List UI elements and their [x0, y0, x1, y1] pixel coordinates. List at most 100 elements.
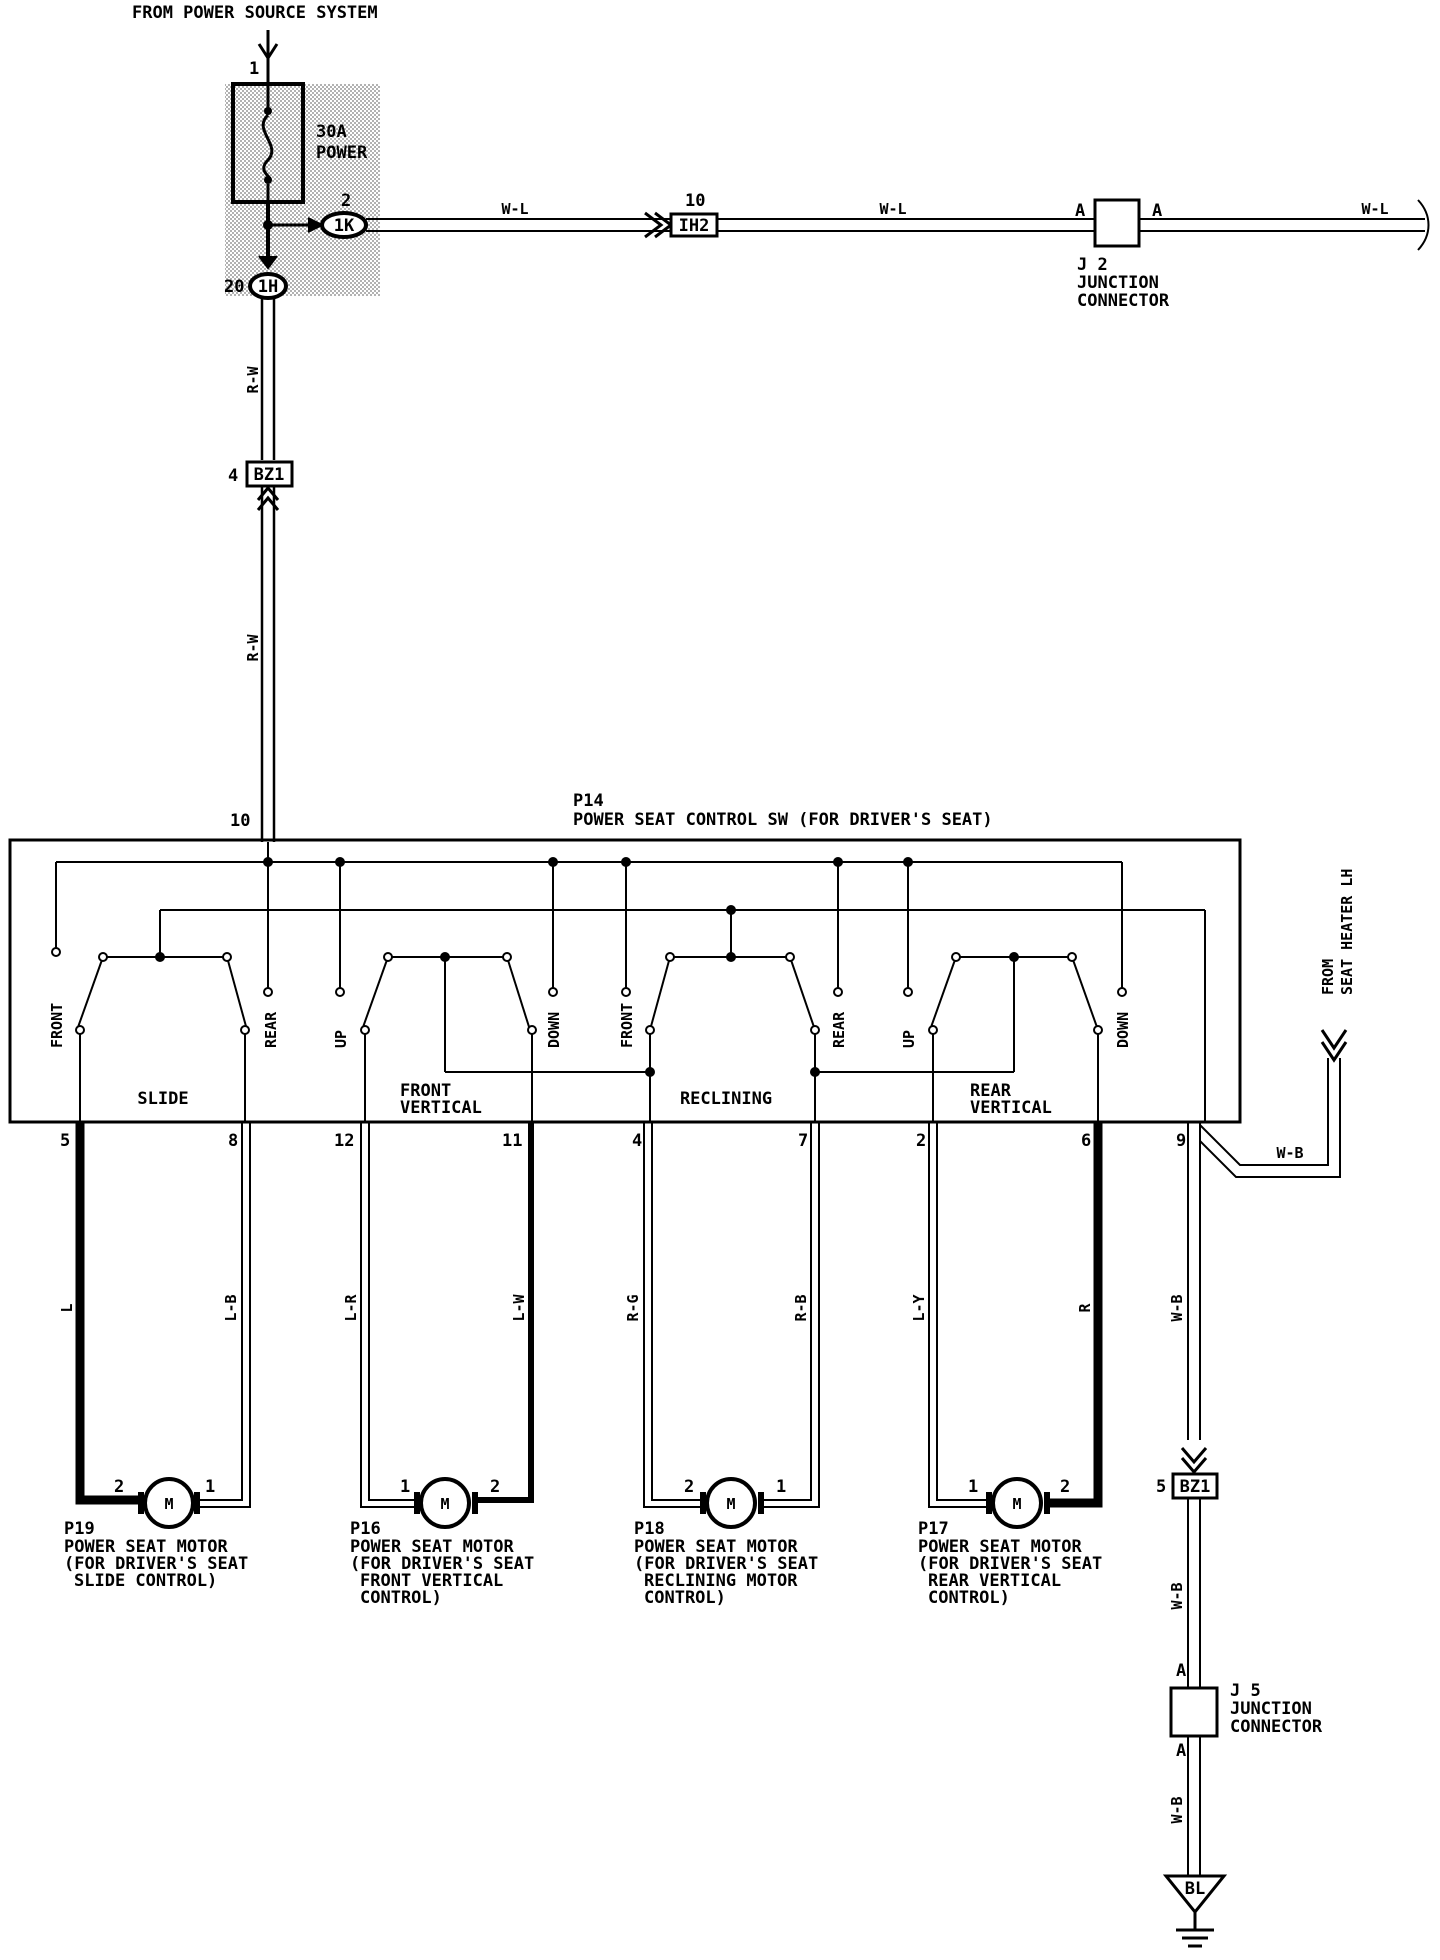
motor-p16: M 1 2 [400, 1477, 500, 1529]
terminal-up-2: UP [900, 1030, 918, 1048]
motor-p18-pin-right: 1 [776, 1477, 786, 1497]
motor-p17-tab-right [1044, 1492, 1050, 1514]
motor-p17-line4: CONTROL) [928, 1588, 1010, 1608]
switch-contacts [51, 947, 1127, 1035]
connector-bz1-top-shape [245, 460, 294, 488]
motor-p17-code: P17 [918, 1519, 949, 1539]
heater-arrow [1320, 1029, 1348, 1063]
switch-pin-5: 5 [60, 1131, 70, 1151]
j5-pin-a1: A [1176, 1661, 1186, 1681]
j5-pin-a2: A [1176, 1741, 1186, 1761]
switch-pin-4: 4 [632, 1131, 642, 1151]
junction-j2-shape [1093, 198, 1141, 248]
j2-code: J 2 [1077, 255, 1108, 275]
connector-1k-label: 1K [334, 216, 355, 236]
fuse-pin-down: 20 [224, 277, 244, 297]
wire-label-wl-2: W-L [879, 200, 906, 218]
section-rear-vertical-1: REAR [970, 1081, 1012, 1101]
motor-p16-tab-left [414, 1492, 420, 1514]
j2-line1: JUNCTION [1077, 273, 1159, 293]
section-rear-vertical-2: VERTICAL [970, 1098, 1052, 1118]
motor-p19-pin-left: 2 [114, 1477, 124, 1497]
motor-p16-line4: CONTROL) [360, 1588, 442, 1608]
fuse-rating: 30A [316, 122, 347, 142]
wire-label-lb: L-B [222, 1294, 240, 1321]
wire-label-l: L [58, 1303, 76, 1312]
motor-p16-line2: (FOR DRIVER'S SEAT [350, 1554, 534, 1574]
fuse-node-top [264, 107, 272, 115]
switch-name: POWER SEAT CONTROL SW (FOR DRIVER'S SEAT… [573, 810, 993, 830]
motor-p18-pin-left: 2 [684, 1477, 694, 1497]
switch-pin-7: 7 [798, 1131, 808, 1151]
wire-label-wl-3: W-L [1361, 200, 1388, 218]
wire-label-ly: L-Y [910, 1294, 928, 1321]
heater-from: FROM [1319, 959, 1337, 995]
wire-label-wb-v1: W-B [1168, 1294, 1186, 1321]
motor-p16-pin-left: 1 [400, 1477, 410, 1497]
motor-p17: M 1 2 [968, 1477, 1070, 1529]
section-front-vertical-1: FRONT [400, 1081, 451, 1101]
motor-p19-tab-left [138, 1492, 144, 1514]
arrow-up-bz1 [256, 485, 280, 511]
j2-pin-a1: A [1075, 201, 1085, 221]
fuse-name: POWER [316, 143, 368, 163]
motor-p17-tab-left [986, 1492, 992, 1514]
motor-p16-line1: POWER SEAT MOTOR [350, 1537, 515, 1557]
motor-p18-line2: (FOR DRIVER'S SEAT [634, 1554, 818, 1574]
switch-pin-8: 8 [228, 1131, 238, 1151]
switch-pin-11: 11 [502, 1131, 522, 1151]
ground-icon [1176, 1912, 1214, 1948]
motor-p18-line1: POWER SEAT MOTOR [634, 1537, 799, 1557]
j5-line1: JUNCTION [1230, 1699, 1312, 1719]
switch-box [8, 838, 1242, 1124]
wire-label-rw-2: R-W [244, 633, 262, 661]
wire-wb-heater [1199, 1058, 1341, 1178]
motor-p19-code: P19 [64, 1519, 95, 1539]
motor-p17-line1: POWER SEAT MOTOR [918, 1537, 1083, 1557]
motor-p19-pin-right: 1 [205, 1477, 215, 1497]
fuse-pin-out: 2 [341, 191, 351, 211]
wire-label-rw-1: R-W [244, 365, 262, 393]
motor-p17-line3: REAR VERTICAL [928, 1571, 1061, 1591]
switch-pin-9: 9 [1176, 1131, 1186, 1151]
motor-p18-symbol: M [726, 1495, 735, 1513]
bz1-top-pin: 4 [228, 466, 238, 486]
j2-pin-a2: A [1152, 201, 1162, 221]
ground-code: BL [1185, 1879, 1205, 1899]
connector-ih2-shape [669, 212, 719, 238]
terminal-front-2: FRONT [618, 1003, 636, 1048]
terminal-down-1: DOWN [545, 1012, 563, 1048]
motor-p19-line3: SLIDE CONTROL) [74, 1571, 217, 1591]
wire-wl-top [366, 218, 1425, 232]
switch-junction-dots [155, 857, 1019, 1077]
motor-p19-tab-right [194, 1492, 200, 1514]
wire-rw-feed [260, 298, 276, 842]
bz1-bot-pin: 5 [1156, 1477, 1166, 1497]
wire-label-r: R [1076, 1303, 1094, 1313]
motor-p18-tab-right [758, 1492, 764, 1514]
fuse-node-bottom [264, 176, 272, 184]
wire-label-wb-h: W-B [1276, 1144, 1303, 1162]
motor-p19-line1: POWER SEAT MOTOR [64, 1537, 229, 1557]
j2-line2: CONNECTOR [1077, 291, 1170, 311]
connector-1k-shape [320, 211, 368, 239]
arrow-down-bz1 [1180, 1447, 1208, 1475]
motor-p16-pin-right: 2 [490, 1477, 500, 1497]
connector-bz1-bot-shape [1171, 1472, 1219, 1500]
motor-p19-body [143, 1477, 195, 1529]
wire-label-rb: R-B [792, 1294, 810, 1321]
section-reclining: RECLINING [680, 1089, 772, 1109]
motor-p19-line2: (FOR DRIVER'S SEAT [64, 1554, 248, 1574]
wire-label-wb-v2: W-B [1168, 1582, 1186, 1609]
motor-p18-body [705, 1477, 757, 1529]
junction-j5-shape [1169, 1686, 1219, 1738]
motor-p17-body [991, 1477, 1043, 1529]
wire-continuation-mark [1417, 199, 1430, 251]
motor-p17-symbol: M [1012, 1495, 1021, 1513]
section-slide: SLIDE [137, 1089, 188, 1109]
motor-p16-code: P16 [350, 1519, 381, 1539]
section-front-vertical-2: VERTICAL [400, 1098, 482, 1118]
switch-internal-wiring [55, 842, 1206, 1122]
motor-p16-symbol: M [440, 1495, 449, 1513]
